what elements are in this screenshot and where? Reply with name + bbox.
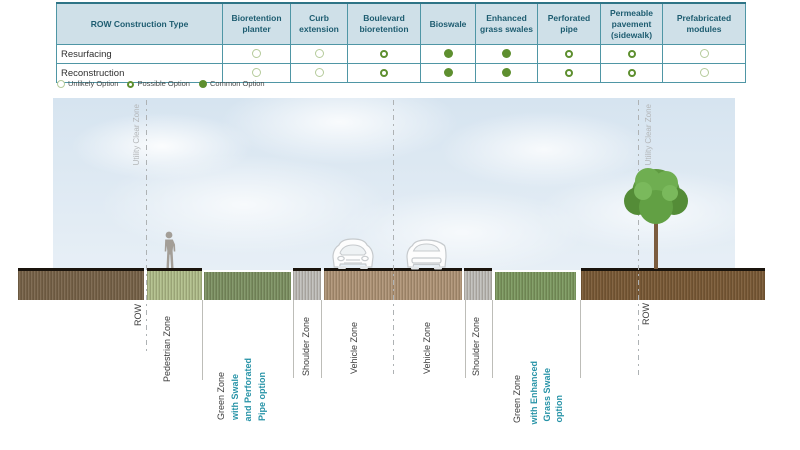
zone-leader	[580, 300, 581, 378]
utility-clear-zone-line-left	[146, 100, 147, 352]
option-cell	[420, 63, 476, 83]
zone-leader	[321, 300, 322, 378]
strip-texture	[293, 271, 321, 300]
utility-clear-zone-label-left: Utility Clear Zone	[132, 104, 141, 166]
strip-texture	[464, 271, 492, 300]
vehicle-zone-label-left: Vehicle Zone	[349, 322, 359, 375]
green-zone-left-option: and Perforated	[243, 358, 253, 422]
green-zone-right-label: Green Zone	[512, 375, 522, 424]
common-option-icon	[502, 49, 511, 59]
strip-green-zone-swale	[204, 272, 291, 300]
unlikely-option-icon	[314, 68, 324, 78]
zone-leader	[492, 300, 493, 378]
utility-clear-zone-label-right: Utility Clear Zone	[644, 104, 653, 166]
column-header: ROW Construction Type	[56, 2, 223, 45]
strip-shoulder-zone-right	[464, 268, 492, 300]
unlikely-option-icon	[314, 49, 324, 59]
table-row: Reconstruction	[56, 63, 746, 83]
option-cell	[537, 63, 601, 83]
option-cell	[420, 44, 476, 64]
column-header: Boulevard bioretention	[347, 2, 421, 45]
strip-green-zone-grass-swale	[495, 272, 576, 300]
option-cell	[347, 44, 421, 64]
option-cell	[537, 44, 601, 64]
common-option-icon	[443, 68, 453, 78]
possible-option-icon	[565, 49, 573, 58]
green-zone-right-option: option	[554, 395, 564, 423]
legend-label: Common Option	[209, 79, 265, 88]
legend-label: Unlikely Option	[68, 79, 119, 88]
column-header: Bioretention planter	[222, 2, 291, 45]
column-header: Perforated pipe	[537, 2, 601, 45]
common-option-icon	[443, 49, 453, 59]
car-front-icon	[332, 238, 374, 269]
option-cell	[662, 63, 746, 83]
unlikely-option-icon	[57, 80, 65, 89]
option-cell	[475, 63, 538, 83]
zone-leader	[293, 300, 294, 378]
legend: Unlikely Option Possible Option Common Opt…	[57, 79, 274, 89]
strip-shoulder-zone-left	[293, 268, 321, 300]
common-option-icon	[502, 68, 511, 78]
green-zone-left-label: Green Zone	[216, 372, 226, 421]
green-zone-left-option: with Swale	[230, 374, 240, 421]
zone-leader	[202, 300, 203, 380]
row-label-right: ROW	[641, 303, 651, 325]
row-label-left: ROW	[133, 304, 143, 326]
car-rear-icon	[406, 239, 447, 270]
strip-texture	[147, 271, 202, 300]
common-option-icon	[198, 80, 207, 89]
option-cell	[290, 63, 348, 83]
possible-option-icon	[380, 68, 388, 77]
shoulder-zone-label-right: Shoulder Zone	[471, 317, 481, 377]
legend-item: Common Option	[198, 79, 265, 89]
option-cell	[662, 44, 746, 64]
tree-icon	[624, 168, 688, 269]
option-cell	[347, 63, 421, 83]
possible-option-icon	[127, 80, 135, 88]
column-header: Curb extension	[290, 2, 348, 45]
zone-leader	[465, 300, 466, 378]
unlikely-option-icon	[699, 49, 709, 59]
row-label: Resurfacing	[56, 44, 223, 64]
vehicle-zone-label-right: Vehicle Zone	[422, 322, 432, 375]
possible-option-icon	[627, 49, 636, 58]
green-zone-right-option: with Enhanced	[529, 361, 539, 425]
possible-option-icon	[380, 49, 388, 58]
strip-texture	[495, 272, 576, 300]
row-label: Reconstruction	[56, 63, 223, 83]
unlikely-option-icon	[252, 49, 261, 59]
option-cell	[475, 44, 538, 64]
option-cell	[290, 44, 348, 64]
legend-label: Possible Option	[137, 79, 190, 88]
possible-option-icon	[627, 68, 636, 77]
option-cell	[600, 63, 663, 83]
legend-item: Unlikely Option	[57, 79, 119, 89]
utility-clear-zone-line-right	[638, 100, 639, 378]
option-cell	[600, 44, 663, 64]
strip-pedestrian-zone	[147, 268, 202, 300]
legend-item: Possible Option	[127, 79, 190, 88]
column-header: Prefabricated modules	[662, 2, 746, 45]
column-header: Bioswale	[420, 2, 476, 45]
shoulder-zone-label-left: Shoulder Zone	[301, 317, 311, 377]
table-row: Resurfacing	[56, 44, 746, 64]
unlikely-option-icon	[252, 68, 261, 78]
unlikely-option-icon	[699, 68, 709, 78]
strip-outside-row-right	[581, 268, 765, 300]
strip-texture	[18, 271, 144, 300]
possible-option-icon	[565, 68, 573, 77]
column-header: Permeable pavement (sidewalk)	[600, 2, 663, 45]
road-centerline	[393, 100, 394, 374]
option-cell	[222, 63, 291, 83]
option-cell	[222, 44, 291, 64]
strip-outside-row-left	[18, 268, 144, 300]
strip-texture	[581, 271, 765, 300]
green-zone-left-option: Pipe option	[257, 372, 267, 421]
pedestrian-icon	[164, 231, 176, 268]
column-header: Enhanced grass swales	[475, 2, 538, 45]
pedestrian-zone-label: Pedestrian Zone	[162, 316, 172, 383]
strip-texture	[204, 272, 291, 300]
